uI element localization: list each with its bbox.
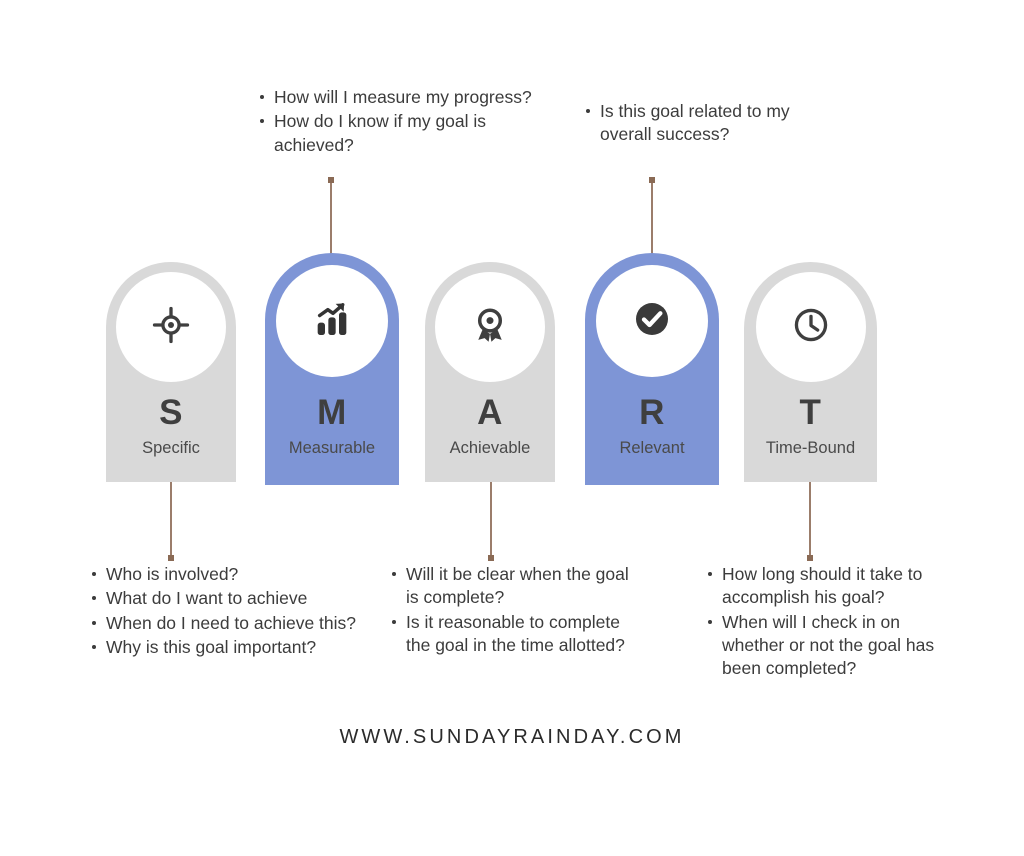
connector-knob bbox=[167, 555, 174, 561]
pill-time-bound[interactable]: T Time-Bound bbox=[744, 262, 877, 482]
callout-bullet: When will I check in on whether or not t… bbox=[708, 611, 950, 681]
pill-letter: S bbox=[159, 393, 183, 432]
award-ribbon-icon bbox=[471, 306, 509, 349]
pill-word: Achievable bbox=[449, 439, 531, 457]
callout-bullet: What do I want to achieve bbox=[92, 587, 376, 610]
connector-specific bbox=[167, 482, 174, 561]
pill-icon-circle bbox=[116, 272, 226, 382]
pill-letter: M bbox=[317, 393, 347, 432]
connector-measurable bbox=[327, 177, 334, 258]
callout-bullet: Is this goal related to my overall succe… bbox=[586, 100, 790, 147]
callout-time-bound: How long should it take to accomplish hi… bbox=[700, 563, 950, 681]
callout-bullet: Who is involved? bbox=[92, 563, 376, 586]
clock-icon bbox=[792, 306, 830, 349]
pill-word: Time-Bound bbox=[765, 439, 856, 457]
pill-specific[interactable]: S Specific bbox=[106, 262, 236, 482]
pill-letter: R bbox=[639, 393, 665, 432]
pill-icon-circle bbox=[435, 272, 545, 382]
pill-icon-circle bbox=[755, 272, 866, 382]
connector-knob bbox=[487, 555, 494, 561]
bar-chart-growth-icon bbox=[312, 299, 352, 344]
connector-knob bbox=[806, 555, 813, 561]
pill-letter: T bbox=[799, 393, 822, 432]
pill-measurable[interactable]: M Measurable bbox=[265, 253, 399, 485]
callout-measurable: How will I measure my progress? How do I… bbox=[252, 86, 534, 158]
pill-word: Specific bbox=[142, 439, 200, 457]
callout-specific: Who is involved? What do I want to achie… bbox=[84, 563, 376, 660]
pill-word: Relevant bbox=[619, 439, 685, 457]
connector-knob bbox=[648, 177, 655, 183]
callout-relevant: Is this goal related to my overall succe… bbox=[578, 100, 790, 148]
connector-knob bbox=[327, 177, 334, 183]
pill-relevant[interactable]: R Relevant bbox=[585, 253, 719, 485]
pill-achievable[interactable]: A Achievable bbox=[425, 262, 555, 482]
check-circle-icon bbox=[632, 299, 672, 344]
connector-relevant bbox=[648, 177, 655, 258]
website-footer: WWW.SUNDAYRAINDAY.COM bbox=[339, 726, 685, 748]
callout-bullet: Will it be clear when the goal is comple… bbox=[392, 563, 646, 610]
connector-time-bound bbox=[806, 482, 813, 561]
pill-letter: A bbox=[477, 393, 503, 432]
pill-icon-circle bbox=[596, 265, 708, 377]
callout-achievable: Will it be clear when the goal is comple… bbox=[384, 563, 646, 658]
connector-achievable bbox=[487, 482, 494, 561]
pill-word: Measurable bbox=[288, 439, 376, 457]
callout-bullet: When do I need to achieve this? bbox=[92, 612, 376, 635]
callout-bullet: How long should it take to accomplish hi… bbox=[708, 563, 950, 610]
crosshair-target-icon bbox=[152, 306, 190, 349]
callout-bullet: Is it reasonable to complete the goal in… bbox=[392, 611, 646, 658]
pill-icon-circle bbox=[276, 265, 388, 377]
callout-bullet: How will I measure my progress? bbox=[260, 86, 534, 109]
callout-bullet: How do I know if my goal is achieved? bbox=[260, 110, 534, 157]
callout-bullet: Why is this goal important? bbox=[92, 636, 376, 659]
